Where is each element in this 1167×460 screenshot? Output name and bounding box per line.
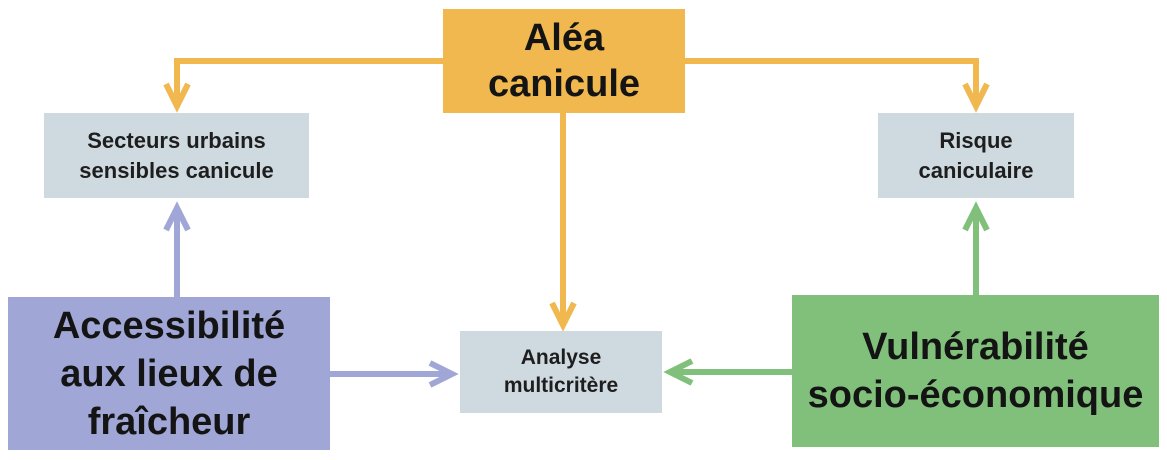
node-alea-line2: canicule [487, 63, 641, 105]
arrow-accessibilite-to-analyse [330, 360, 459, 388]
node-accessibilite: Accessibilité aux lieux de fraîcheur [8, 297, 330, 450]
node-vulnerabilite-line1: Vulnérabilité [862, 326, 1089, 368]
node-secteurs-urbains: Secteurs urbains sensibles canicule [44, 113, 309, 198]
node-vulnerabilite-line2: socio-économique [807, 374, 1144, 416]
node-analyse-line2: multicritère [503, 374, 619, 397]
node-analyse-line1: Analyse [520, 346, 602, 369]
node-accessibilite-line2: aux lieux de [60, 352, 278, 395]
node-analyse-multicritere: Analyse multicritère [460, 331, 662, 413]
arrow-vulnerabilite-to-risque [962, 201, 990, 295]
node-risque-line1: Risque [939, 127, 1013, 153]
node-secteurs-line2: sensibles canicule [79, 157, 274, 183]
node-alea-line1: Aléa [523, 17, 605, 59]
arrow-alea-to-analyse [549, 113, 577, 332]
node-alea-canicule: Aléa canicule [443, 9, 685, 113]
node-risque-line2: caniculaire [918, 157, 1034, 183]
node-accessibilite-line1: Accessibilité [52, 304, 286, 347]
arrow-vulnerabilite-to-analyse [663, 358, 792, 386]
arrow-accessibilite-to-secteurs [163, 201, 191, 297]
node-vulnerabilite: Vulnérabilité socio-économique [792, 295, 1159, 447]
arrow-alea-to-secteurs [163, 58, 443, 113]
node-risque-caniculaire: Risque caniculaire [878, 113, 1074, 198]
node-accessibilite-line3: fraîcheur [87, 400, 251, 443]
node-secteurs-line1: Secteurs urbains [87, 127, 266, 153]
arrow-alea-to-risque [685, 58, 990, 113]
